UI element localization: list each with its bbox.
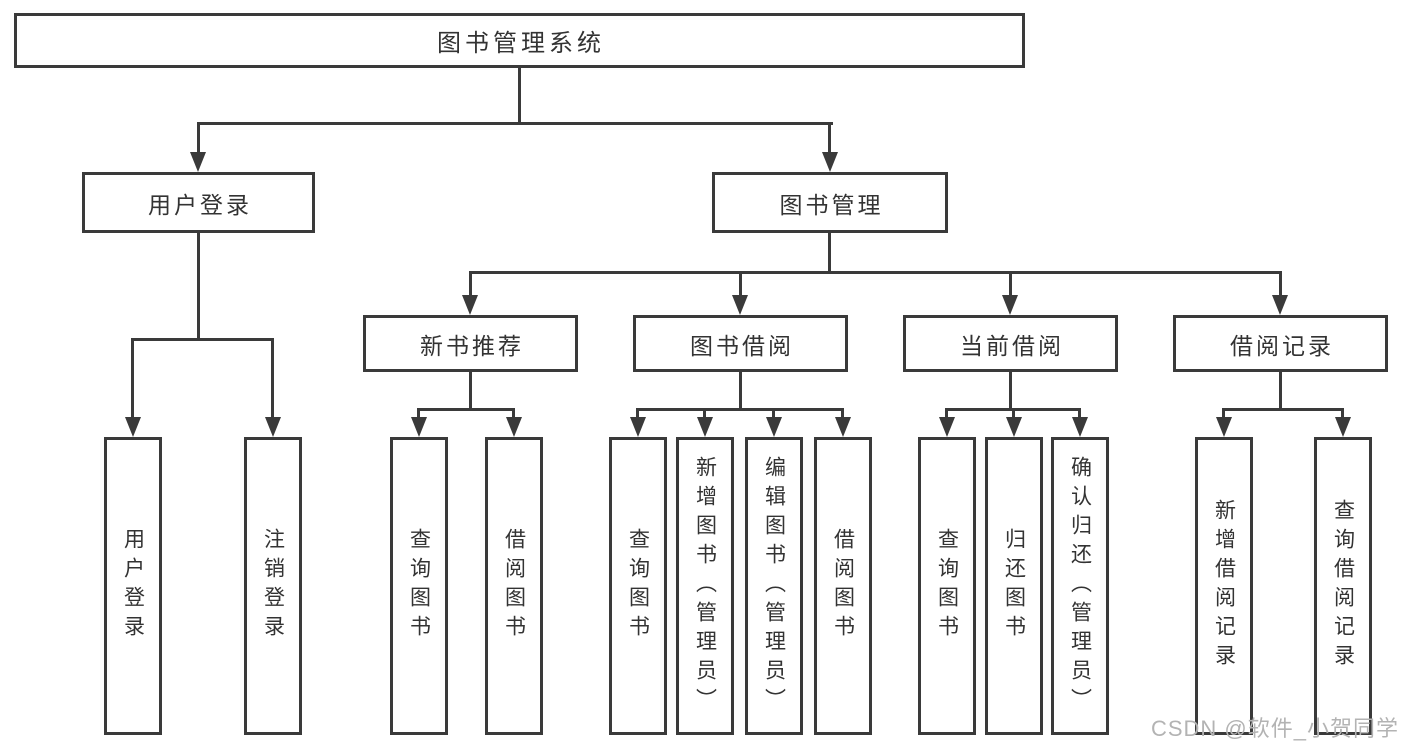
- connector-to-leaf: [636, 408, 639, 420]
- arrow-down-icon: [732, 295, 748, 315]
- node-library-management-system: 图书管理系统: [14, 13, 1025, 68]
- leaf-borrow-query: 查询图书: [609, 437, 667, 735]
- arrow-down-icon: [1072, 417, 1088, 437]
- leaf-label: 查询图书: [935, 528, 959, 644]
- arrow-down-icon: [822, 152, 838, 172]
- connector-to-leaf: [1341, 408, 1344, 420]
- connector-book-management-branch: [469, 271, 1282, 274]
- node-label: 当前借阅: [960, 332, 1064, 359]
- leaf-user-login: 用户登录: [104, 437, 162, 735]
- connector-to-leaf: [772, 408, 775, 420]
- connector-borrow-records-branch: [1222, 408, 1344, 411]
- leaf-label: 确认归还（管理员）: [1068, 455, 1092, 717]
- arrow-down-icon: [411, 417, 427, 437]
- arrow-down-icon: [766, 417, 782, 437]
- node-user-login: 用户登录: [82, 172, 315, 233]
- leaf-records-add: 新增借阅记录: [1195, 437, 1253, 735]
- arrow-down-icon: [697, 417, 713, 437]
- connector-new-book-branch: [417, 408, 515, 411]
- leaf-label: 查询图书: [626, 528, 650, 644]
- arrow-down-icon: [1216, 417, 1232, 437]
- node-borrow-records: 借阅记录: [1173, 315, 1388, 372]
- leaf-label: 编辑图书（管理员）: [762, 455, 786, 717]
- arrow-down-icon: [1006, 417, 1022, 437]
- leaf-logout: 注销登录: [244, 437, 302, 735]
- arrow-down-icon: [265, 417, 281, 437]
- arrow-down-icon: [939, 417, 955, 437]
- node-current-borrow: 当前借阅: [903, 315, 1118, 372]
- connector-book-borrow-branch: [636, 408, 844, 411]
- connector-to-leaf: [945, 408, 948, 420]
- connector-to-leaf: [1222, 408, 1225, 420]
- connector-root-stub: [518, 68, 521, 125]
- connector-to-book-borrow: [739, 271, 742, 297]
- arrow-down-icon: [190, 152, 206, 172]
- connector-to-leaf-login: [131, 338, 134, 419]
- node-label: 图书借阅: [690, 332, 794, 359]
- leaf-label: 新增图书（管理员）: [693, 455, 717, 717]
- connector-to-new-book-recommend: [469, 271, 472, 297]
- leaf-label: 查询借阅记录: [1331, 499, 1355, 673]
- node-new-book-recommend: 新书推荐: [363, 315, 578, 372]
- connector-to-borrow-records: [1279, 271, 1282, 297]
- leaf-current-confirm-admin: 确认归还（管理员）: [1051, 437, 1109, 735]
- leaf-label: 归还图书: [1002, 528, 1026, 644]
- connector-book-management-stub: [828, 233, 831, 274]
- arrow-down-icon: [835, 417, 851, 437]
- leaf-label: 借阅图书: [502, 528, 526, 644]
- connector-to-user-login: [197, 122, 200, 156]
- connector-to-leaf: [1078, 408, 1081, 420]
- connector-to-leaf: [512, 408, 515, 420]
- node-book-management: 图书管理: [712, 172, 948, 233]
- leaf-new-books-query: 查询图书: [390, 437, 448, 735]
- node-label: 借阅记录: [1230, 332, 1334, 359]
- csdn-watermark: CSDN @软件_小贺同学: [1150, 716, 1399, 741]
- leaf-current-return: 归还图书: [985, 437, 1043, 735]
- connector-book-borrow-stub: [739, 372, 742, 411]
- leaf-records-query: 查询借阅记录: [1314, 437, 1372, 735]
- leaf-label: 查询图书: [407, 528, 431, 644]
- connector-new-book-recommend-stub: [469, 372, 472, 411]
- connector-to-current-borrow: [1009, 271, 1012, 297]
- connector-borrow-records-stub: [1279, 372, 1282, 411]
- leaf-borrow-edit-admin: 编辑图书（管理员）: [745, 437, 803, 735]
- leaf-borrow-borrow: 借阅图书: [814, 437, 872, 735]
- arrow-down-icon: [506, 417, 522, 437]
- node-label: 用户登录: [148, 191, 252, 218]
- leaf-label: 注销登录: [261, 528, 285, 644]
- connector-current-borrow-stub: [1009, 372, 1012, 411]
- connector-user-login-branch: [131, 338, 274, 341]
- node-label: 图书管理系统: [437, 30, 605, 57]
- arrow-down-icon: [1002, 295, 1018, 315]
- leaf-current-query: 查询图书: [918, 437, 976, 735]
- connector-to-leaf: [703, 408, 706, 420]
- connector-to-leaf-logout: [271, 338, 274, 419]
- arrow-down-icon: [462, 295, 478, 315]
- connector-user-login-stub: [197, 233, 200, 341]
- leaf-label: 用户登录: [121, 528, 145, 644]
- node-book-borrow: 图书借阅: [633, 315, 848, 372]
- connector-to-book-management: [828, 122, 831, 156]
- arrow-down-icon: [125, 417, 141, 437]
- leaf-label: 新增借阅记录: [1212, 499, 1236, 673]
- connector-to-leaf: [1012, 408, 1015, 420]
- leaf-borrow-add-admin: 新增图书（管理员）: [676, 437, 734, 735]
- node-label: 新书推荐: [420, 332, 524, 359]
- leaf-new-books-borrow: 借阅图书: [485, 437, 543, 735]
- arrow-down-icon: [630, 417, 646, 437]
- leaf-label: 借阅图书: [831, 528, 855, 644]
- connector-root-branch: [197, 122, 833, 125]
- arrow-down-icon: [1335, 417, 1351, 437]
- arrow-down-icon: [1272, 295, 1288, 315]
- connector-to-leaf: [841, 408, 844, 420]
- node-label: 图书管理: [779, 191, 884, 218]
- connector-to-leaf: [417, 408, 420, 420]
